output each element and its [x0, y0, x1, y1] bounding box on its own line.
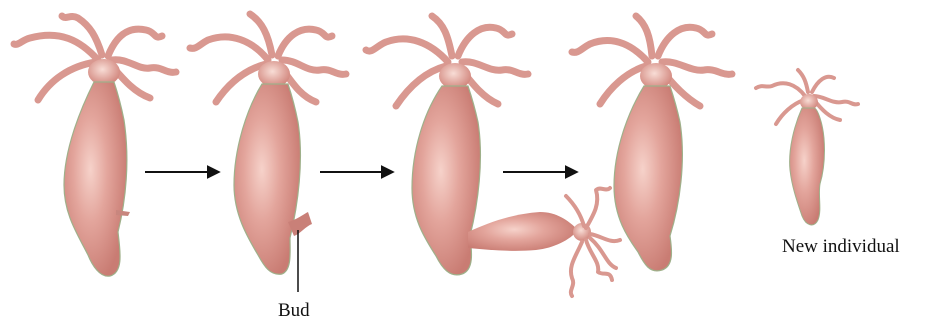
growing-bud-tentacles — [566, 188, 620, 296]
hypostome-1 — [88, 59, 120, 85]
hydra-body-4 — [614, 86, 682, 271]
hydra-stage-3 — [366, 16, 620, 296]
bud-label: Bud — [278, 300, 310, 321]
hypostome-3 — [439, 63, 471, 89]
growing-bud-body — [468, 212, 578, 251]
hydra-new-individual: New individual — [756, 70, 900, 257]
hydra-stage-4 — [572, 16, 732, 271]
hypostome-2 — [258, 61, 290, 87]
new-individual-label: New individual — [782, 236, 900, 257]
hydra-stage-2: Bud — [190, 14, 346, 321]
hydra-body-2 — [234, 84, 300, 274]
hydra-stage-1 — [14, 16, 176, 276]
hydra-body-5 — [790, 108, 825, 225]
hydra-body-1 — [64, 82, 127, 276]
hypostome-4 — [640, 63, 672, 89]
